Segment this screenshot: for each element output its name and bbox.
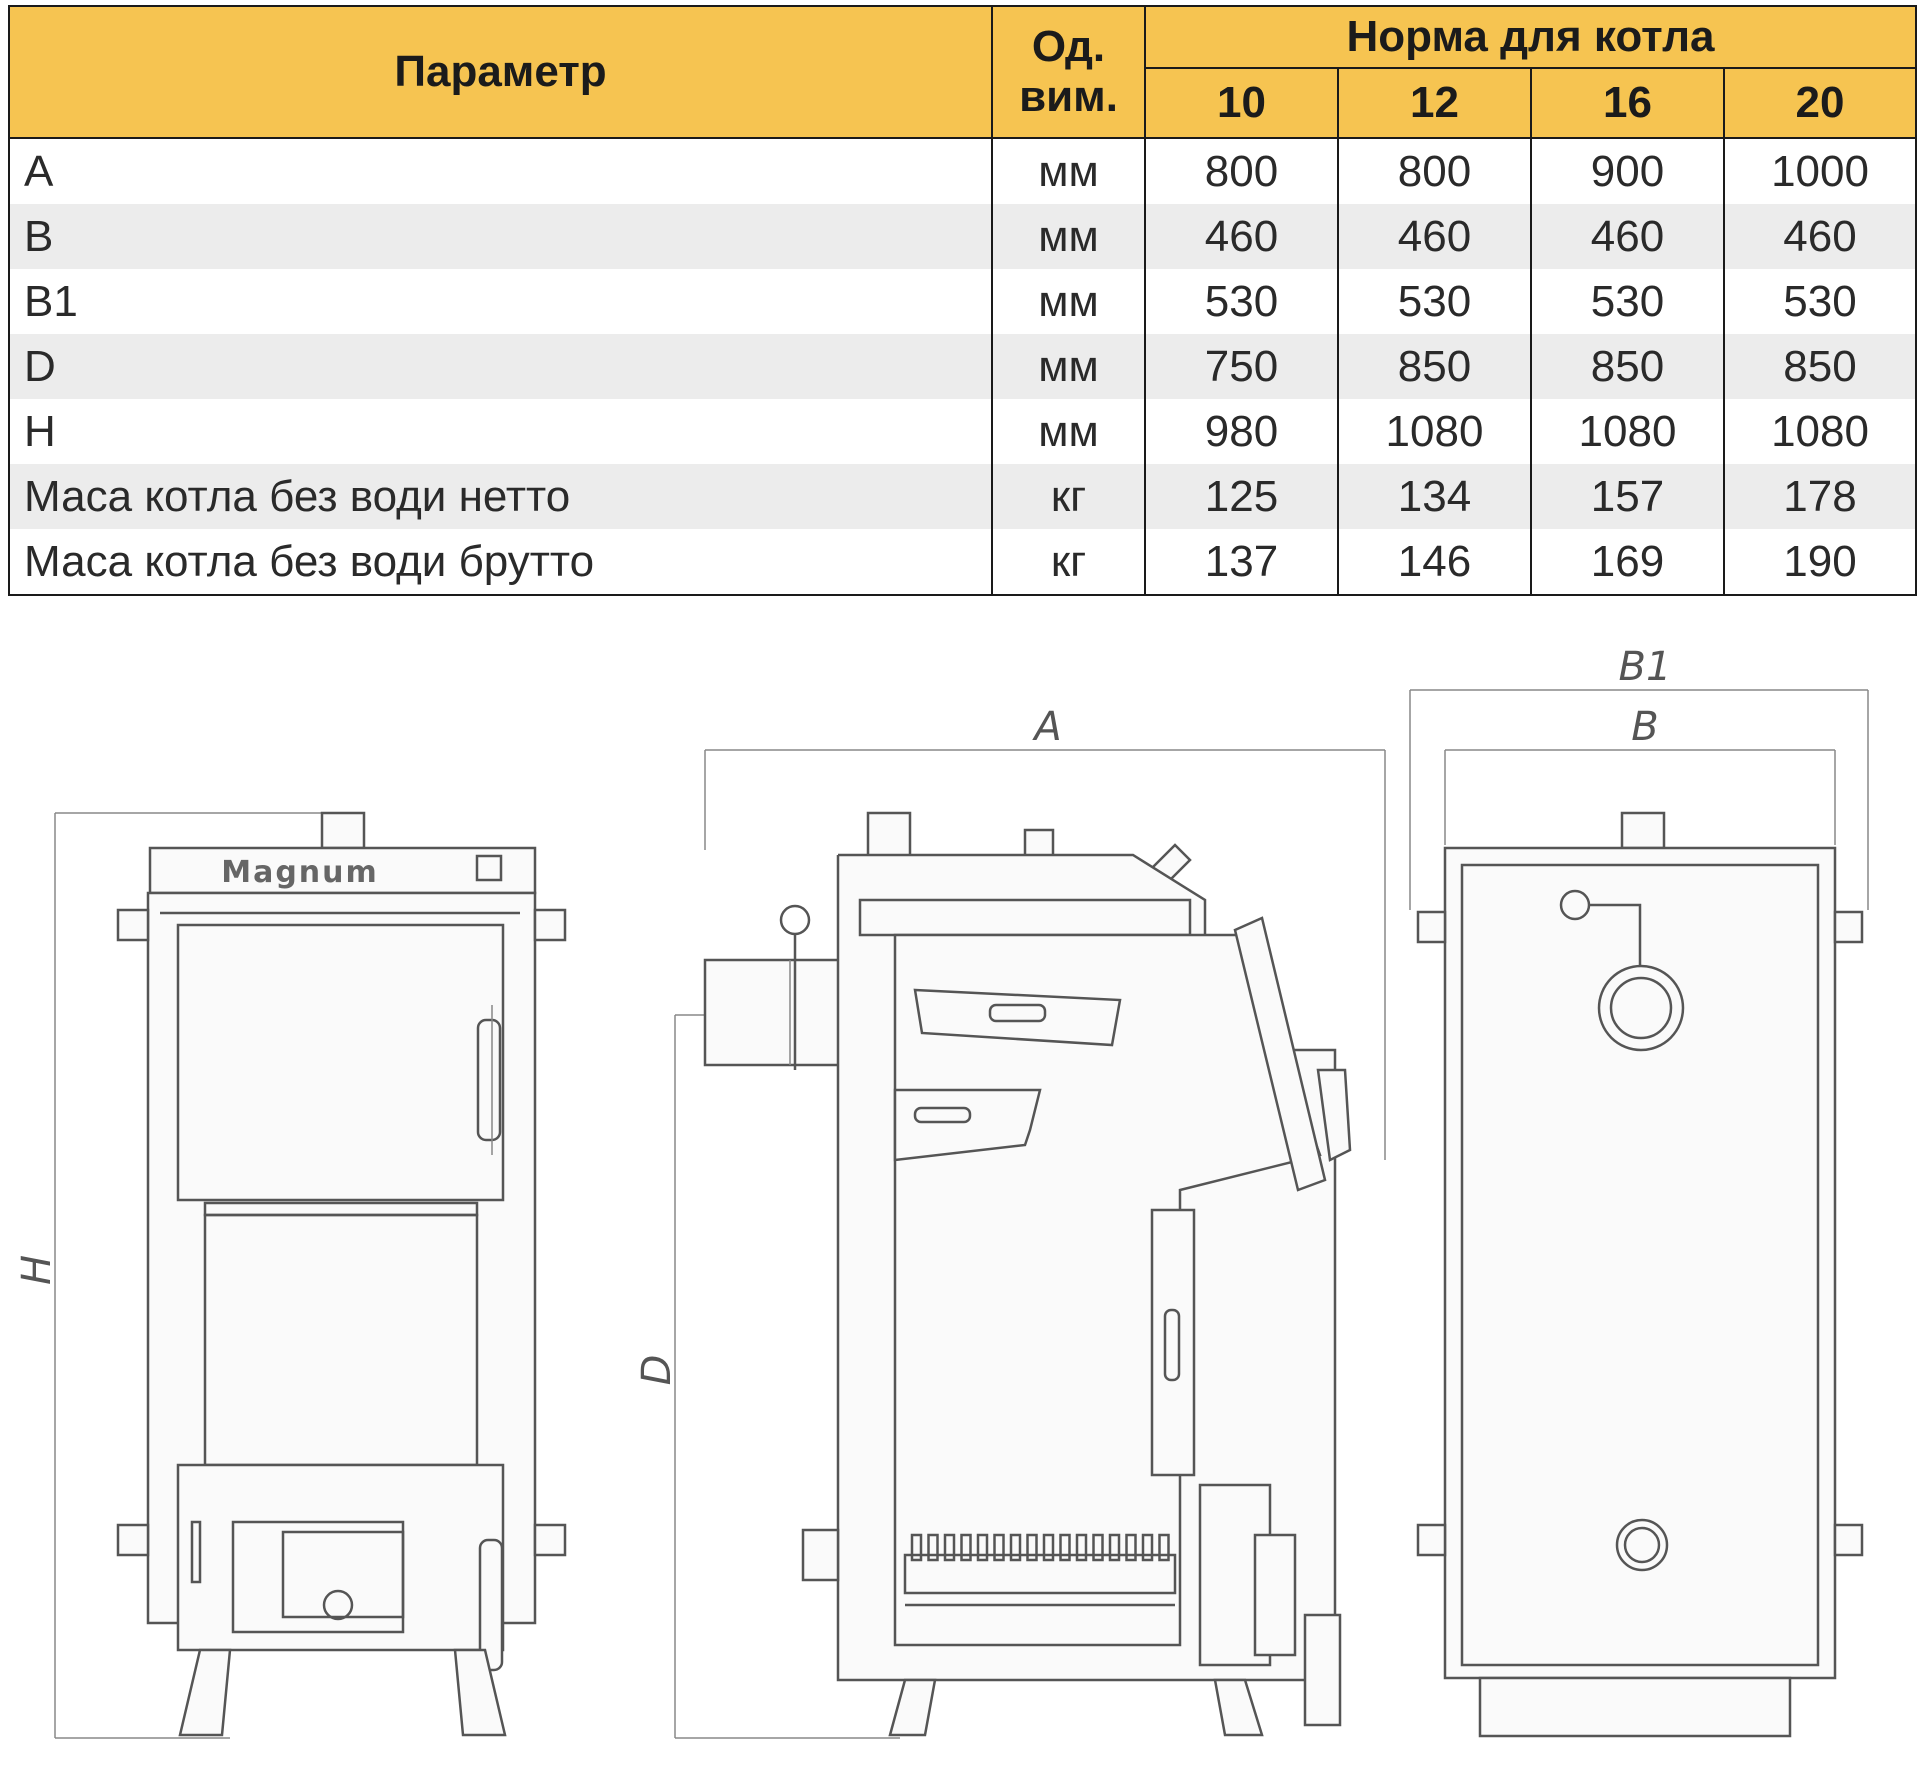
unit-cell: мм [991, 138, 1146, 204]
dim-label-d: D [634, 1355, 680, 1386]
value-cell: 750 [1144, 334, 1339, 399]
value-cell: 800 [1144, 138, 1339, 204]
param-cell: Маса котла без води нетто [8, 464, 993, 529]
value-cell: 1080 [1530, 399, 1725, 464]
value-cell: 460 [1530, 204, 1725, 269]
header-parameter: Параметр [8, 5, 993, 139]
grate-bar [1042, 1533, 1055, 1562]
grate-bar [960, 1533, 972, 1562]
back-view: B1 B [1409, 644, 1869, 1738]
grate-bar [927, 1533, 939, 1562]
value-cell: 125 [1144, 464, 1339, 529]
dim-label-b: B [1631, 704, 1658, 750]
value-cell: 169 [1530, 529, 1725, 596]
unit-cell: кг [991, 529, 1146, 596]
param-cell: B [8, 204, 993, 269]
unit-cell: мм [991, 204, 1146, 269]
table-row: A мм 800 800 900 1000 [8, 138, 1918, 204]
table-row: Маса котла без води брутто кг 137 146 16… [8, 529, 1918, 596]
grate-bar [993, 1533, 1005, 1562]
grate [903, 1533, 1177, 1607]
table-row: D мм 750 850 850 850 [8, 334, 1918, 399]
unit-cell: мм [991, 334, 1146, 399]
param-cell: Маса котла без води брутто [8, 529, 993, 596]
grate-bar [1092, 1533, 1104, 1562]
value-cell: 850 [1337, 334, 1532, 399]
table-row: B мм 460 460 460 460 [8, 204, 1918, 269]
value-cell: 900 [1530, 138, 1725, 204]
unit-cell: мм [991, 399, 1146, 464]
value-cell: 800 [1337, 138, 1532, 204]
grate-bar [1141, 1533, 1154, 1562]
value-cell: 460 [1337, 204, 1532, 269]
header-model-20: 20 [1722, 66, 1918, 140]
value-cell: 178 [1722, 464, 1918, 529]
value-cell: 530 [1530, 269, 1725, 334]
brand-logo-text: Magnum [221, 855, 379, 890]
header-unit: Од. вим. [991, 5, 1146, 139]
header-model-10: 10 [1144, 66, 1339, 140]
value-cell: 980 [1144, 399, 1339, 464]
grate-bar [1108, 1533, 1121, 1562]
value-cell: 460 [1722, 204, 1918, 269]
grate-bar [1075, 1533, 1088, 1562]
grate-bar [943, 1533, 956, 1562]
param-cell: H [8, 399, 993, 464]
value-cell: 134 [1337, 464, 1532, 529]
table-row: B1 мм 530 530 530 530 [8, 269, 1918, 334]
value-cell: 460 [1144, 204, 1339, 269]
boiler-technical-drawing: H Magnum A [14, 644, 1869, 1739]
value-cell: 137 [1144, 529, 1339, 596]
dim-label-b1: B1 [1619, 644, 1672, 690]
value-cell: 850 [1722, 334, 1918, 399]
grate-bar [1009, 1533, 1022, 1562]
value-cell: 530 [1337, 269, 1532, 334]
spec-table: Параметр Од. вим. Норма для котла 10 12 … [8, 5, 1918, 596]
table-row: Маса котла без води нетто кг 125 134 157… [8, 464, 1918, 529]
header-model-16: 16 [1530, 66, 1725, 140]
header-unit-line1: Од. [1031, 22, 1106, 71]
grate-bar [1125, 1533, 1137, 1562]
value-cell: 850 [1530, 334, 1725, 399]
value-cell: 190 [1722, 529, 1918, 596]
param-cell: B1 [8, 269, 993, 334]
header-model-12: 12 [1337, 66, 1532, 140]
value-cell: 530 [1722, 269, 1918, 334]
header-norm: Норма для котла [1143, 5, 1918, 69]
dim-label-h: H [14, 1255, 60, 1285]
unit-cell: кг [991, 464, 1146, 529]
grate-bar [976, 1533, 989, 1562]
dim-label-a: A [1031, 704, 1061, 750]
unit-cell: мм [991, 269, 1146, 334]
header-unit-line2: вим. [1019, 72, 1118, 121]
value-cell: 1080 [1337, 399, 1532, 464]
param-cell: D [8, 334, 993, 399]
table-row: H мм 980 1080 1080 1080 [8, 399, 1918, 464]
grate-bar [910, 1533, 923, 1562]
value-cell: 530 [1144, 269, 1339, 334]
value-cell: 146 [1337, 529, 1532, 596]
param-cell: A [8, 138, 993, 204]
grate-bar [1059, 1533, 1071, 1562]
value-cell: 1080 [1722, 399, 1918, 464]
side-view: A D [634, 704, 1386, 1739]
grate-bar [1026, 1533, 1038, 1562]
front-view: H Magnum [14, 811, 567, 1739]
grate-bar [1158, 1533, 1170, 1562]
value-cell: 1000 [1722, 138, 1918, 204]
value-cell: 157 [1530, 464, 1725, 529]
